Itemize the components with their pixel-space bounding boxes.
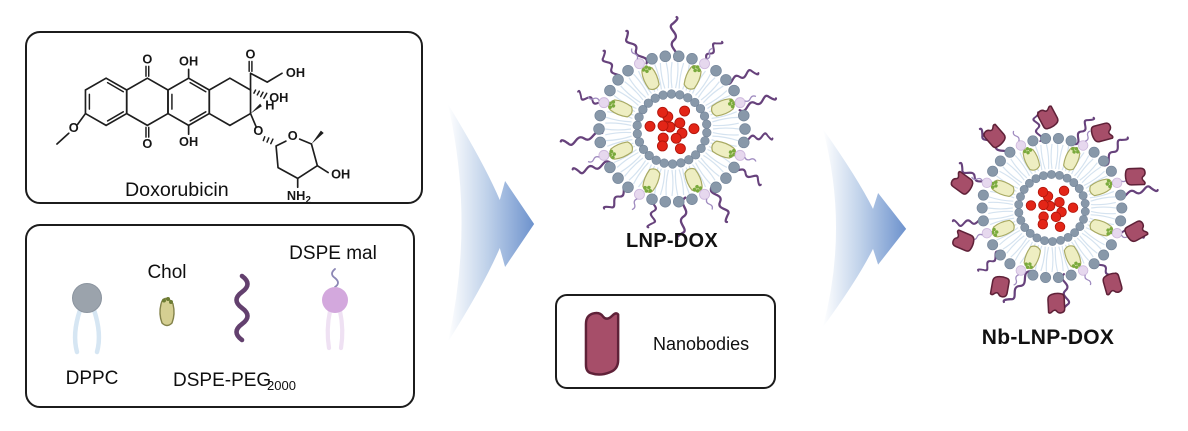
lipid-legend: DPPC Chol DSPE-PEG 2000 DSPE mal bbox=[66, 243, 377, 393]
nanobodies-label: Nanobodies bbox=[653, 334, 750, 354]
svg-text:OH: OH bbox=[286, 65, 305, 80]
lipid-components-panel: DPPC Chol DSPE-PEG 2000 DSPE mal bbox=[25, 224, 415, 408]
nb-lnp-dox-particle bbox=[950, 105, 1159, 314]
svg-text:NH: NH bbox=[287, 188, 305, 202]
svg-text:H: H bbox=[265, 98, 274, 113]
doxorubicin-label: Doxorubicin bbox=[125, 179, 229, 201]
substituents bbox=[56, 60, 283, 145]
nb-lnp-dox-label: Nb-LNP-DOX bbox=[981, 326, 1115, 349]
liposome-graphic bbox=[950, 105, 1159, 314]
sugar-ring bbox=[275, 130, 329, 189]
svg-text:O: O bbox=[246, 47, 256, 62]
svg-text:O: O bbox=[142, 136, 152, 151]
lnp-dox-particle bbox=[559, 15, 778, 241]
doxorubicin-panel: O O OH OH O O OH OH H O O OH NH 2 Doxoru… bbox=[25, 31, 423, 204]
svg-text:O: O bbox=[253, 123, 263, 138]
arrow-right-icon bbox=[822, 128, 907, 328]
dspe-peg-label: DSPE-PEG bbox=[173, 370, 271, 391]
dspe-peg-sub: 2000 bbox=[267, 378, 296, 393]
chol-label: Chol bbox=[147, 262, 186, 283]
svg-text:OH: OH bbox=[179, 53, 198, 68]
svg-text:OH: OH bbox=[269, 90, 288, 105]
chol-icon bbox=[159, 297, 175, 327]
doxorubicin-structure: O O OH OH O O OH OH H O O OH NH 2 Doxoru… bbox=[56, 47, 351, 202]
nanobodies-panel: Nanobodies bbox=[555, 294, 776, 389]
atom-labels: O O OH OH O O OH OH H O O OH NH 2 bbox=[69, 47, 351, 202]
nanobody-icon bbox=[584, 311, 620, 376]
ring-system bbox=[84, 77, 252, 127]
svg-text:O: O bbox=[142, 51, 152, 66]
svg-text:O: O bbox=[288, 128, 298, 143]
dppc-icon bbox=[72, 283, 102, 355]
dspe-peg-icon bbox=[234, 273, 250, 343]
lnp-dox-label: LNP-DOX bbox=[625, 230, 719, 252]
svg-text:OH: OH bbox=[179, 134, 198, 149]
arrow-right-icon bbox=[447, 104, 535, 342]
liposome-graphic bbox=[559, 15, 778, 241]
dspe-mal-label: DSPE mal bbox=[289, 243, 377, 264]
svg-text:OH: OH bbox=[331, 166, 350, 181]
dppc-label: DPPC bbox=[66, 368, 119, 389]
svg-text:O: O bbox=[69, 120, 79, 135]
dspe-mal-icon bbox=[322, 268, 348, 351]
svg-text:2: 2 bbox=[306, 195, 312, 202]
